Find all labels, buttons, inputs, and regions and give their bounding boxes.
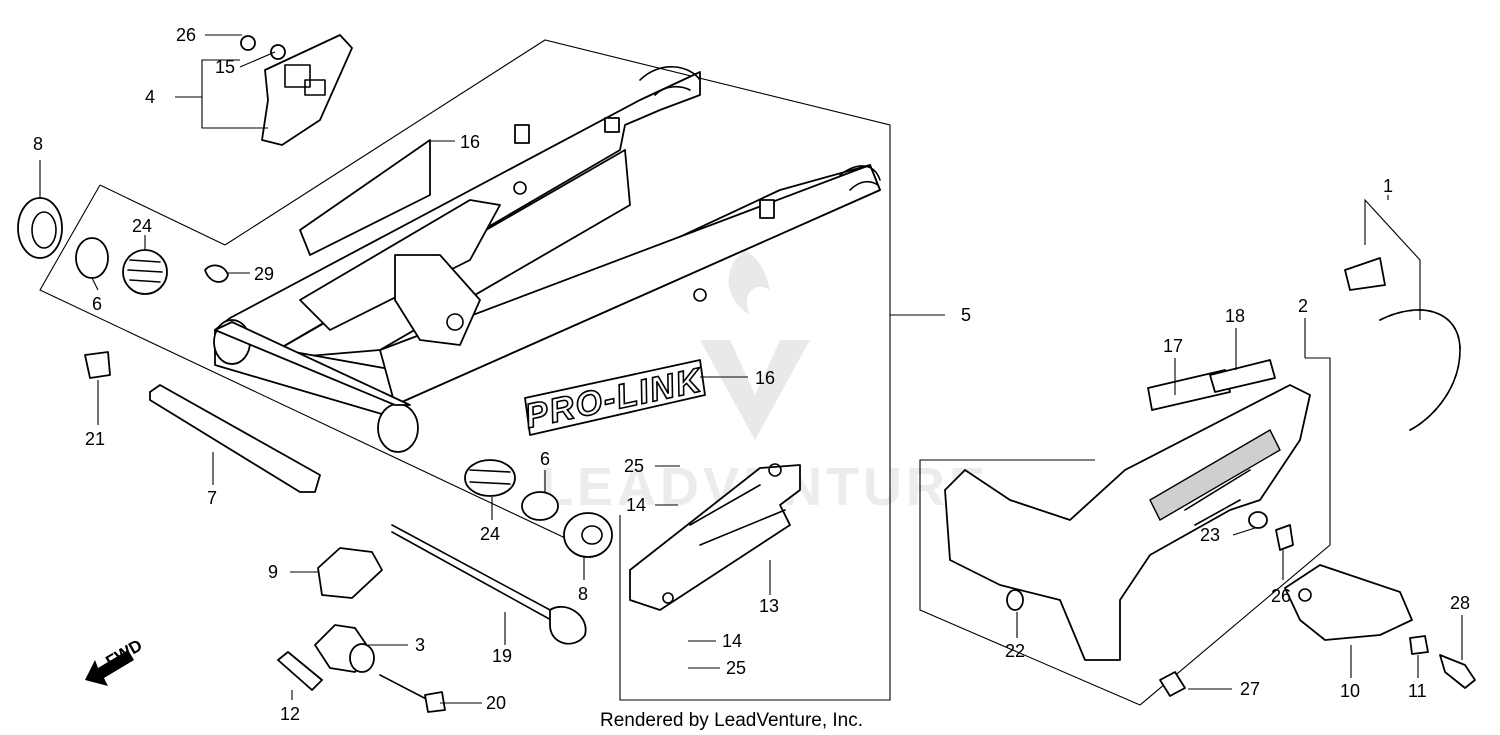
callout-29: 29	[254, 264, 274, 284]
callout-24: 24	[132, 216, 152, 236]
pro-link-decal: PRO-LINK	[521, 359, 707, 437]
callout-4: 4	[145, 87, 155, 107]
callout-12: 12	[280, 704, 300, 724]
callout-22: 22	[1005, 641, 1025, 661]
callout-11: 11	[1408, 681, 1427, 701]
chain-slider	[629, 463, 801, 611]
callout-27: 27	[1240, 679, 1260, 699]
callout-14-lower: 14	[722, 631, 742, 651]
drive-chain	[1344, 257, 1461, 431]
axle-bolt	[391, 524, 587, 645]
callout-21: 21	[85, 429, 105, 449]
callout-18: 18	[1225, 306, 1245, 326]
callout-3: 3	[415, 635, 425, 655]
render-credit: Rendered by LeadVenture, Inc.	[600, 710, 863, 731]
fwd-label: FWD	[103, 636, 146, 672]
callout-13: 13	[759, 596, 779, 616]
callout-labels: 26 15 4 8 24 6 29 16 21 7 16 5 6 24 8 25…	[33, 25, 1470, 724]
callout-20: 20	[486, 693, 506, 713]
callout-1: 1	[1383, 176, 1393, 196]
callout-5: 5	[961, 305, 971, 325]
callout-6-right: 6	[540, 449, 550, 469]
callout-17: 17	[1163, 336, 1183, 356]
forward-direction-indicator: FWD	[85, 636, 146, 686]
callout-25-lower: 25	[726, 658, 746, 678]
callout-15: 15	[215, 57, 235, 77]
callout-8: 8	[33, 134, 43, 154]
pivot-parts-left	[17, 197, 229, 379]
callout-16: 16	[460, 132, 480, 152]
callout-14: 14	[626, 495, 646, 515]
callout-9: 9	[268, 562, 278, 582]
pro-link-text: PRO-LINK	[522, 361, 707, 436]
callout-8-right: 8	[578, 584, 588, 604]
chain-guide-top	[240, 34, 353, 146]
callout-2: 2	[1298, 296, 1308, 316]
assembly-outline-2	[919, 357, 1331, 706]
callout-28: 28	[1450, 593, 1470, 613]
callout-23: 23	[1200, 525, 1220, 545]
adjuster-parts	[277, 547, 446, 713]
callout-26: 26	[176, 25, 196, 45]
callout-25: 25	[624, 456, 644, 476]
callout-6: 6	[92, 294, 102, 314]
assembly-outline-5	[39, 39, 945, 701]
chain-case	[944, 359, 1311, 661]
leader-lines	[39, 34, 1463, 704]
callout-16-decal: 16	[755, 368, 775, 388]
pivot-bolt	[149, 384, 321, 493]
chain-guide-rear	[1159, 564, 1476, 697]
callout-24-right: 24	[480, 524, 500, 544]
swingarm	[213, 66, 881, 453]
callout-26-right: 26	[1271, 586, 1291, 606]
upper-decal	[299, 139, 431, 256]
callout-19: 19	[492, 646, 512, 666]
pivot-parts-right	[464, 459, 613, 558]
callout-7: 7	[207, 488, 217, 508]
callout-10: 10	[1340, 681, 1360, 701]
